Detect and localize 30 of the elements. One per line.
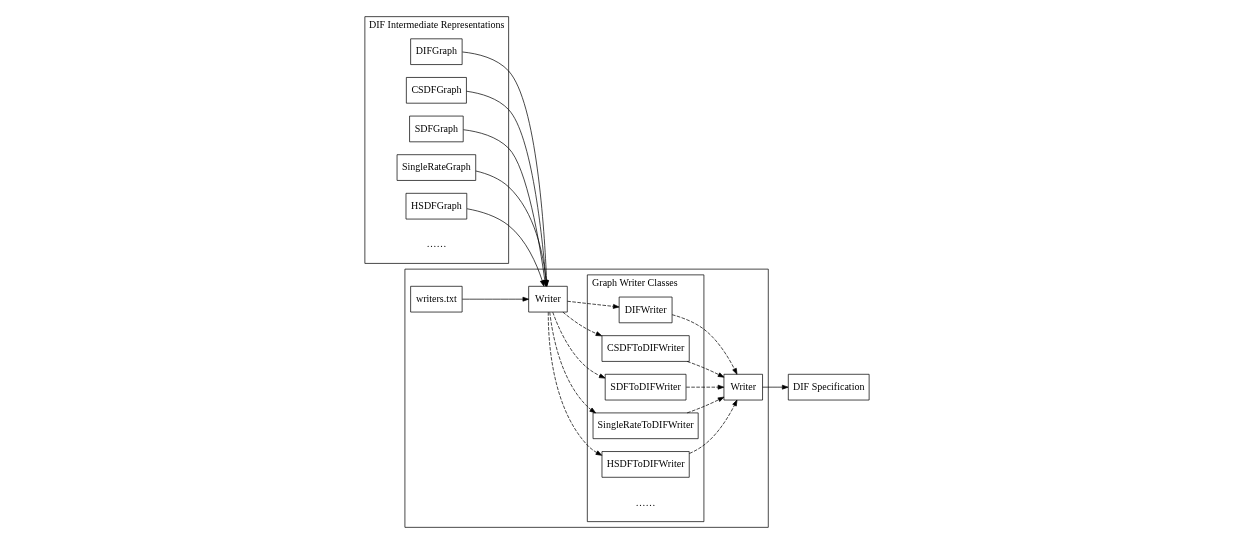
arrow [686, 396, 724, 414]
node-box: SingleRateGraph [396, 154, 476, 181]
arrow [566, 300, 619, 309]
arrow [671, 314, 737, 375]
node-box: SDFToDIFWriter [604, 373, 686, 401]
node-box: writers.txt [409, 285, 462, 313]
node-box: SingleRateToDIFWriter [592, 412, 699, 440]
arrow [466, 208, 544, 287]
arrow [461, 296, 529, 302]
arrow [761, 384, 788, 390]
node-box: HSDFToDIFWriter [601, 451, 690, 478]
label: …… [425, 238, 446, 250]
cluster [404, 268, 769, 528]
arrow [547, 311, 602, 456]
arrow [686, 361, 724, 378]
node-box: HSDFGraph [405, 192, 467, 220]
arrow [551, 311, 605, 379]
label: …… [635, 496, 656, 508]
arrow [562, 311, 602, 337]
node-box: DIFGraph [409, 38, 462, 65]
node-box: DIFWriter [618, 296, 672, 324]
node-box: SDFGraph [408, 115, 464, 143]
node-box: CSDFGraph [405, 77, 467, 104]
node-box: DIF Specification [787, 373, 869, 401]
arrow [548, 312, 596, 414]
node-box: Writer [723, 373, 763, 401]
node-box: CSDFToDIFWriter [601, 335, 690, 362]
node-box: Writer [527, 285, 568, 313]
arrow [685, 384, 724, 390]
arrow [688, 399, 737, 454]
